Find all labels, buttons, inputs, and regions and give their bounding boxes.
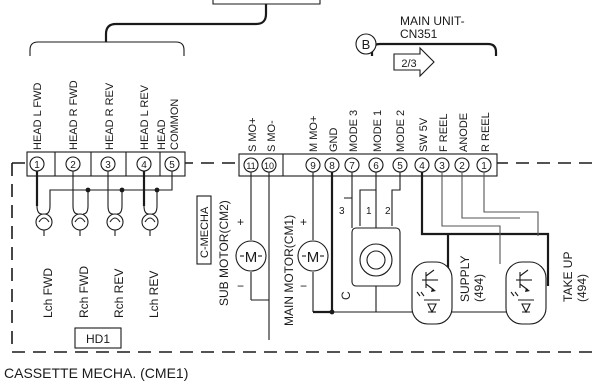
page-reference-text: 2/3 <box>401 58 416 70</box>
mech-pin-10: 10 <box>264 161 274 171</box>
sub-motor-wiring <box>250 172 270 340</box>
mech-pin-4: 4 <box>419 161 425 172</box>
marker-letter: B <box>362 37 371 52</box>
signal-head-r-fwd: HEAD R FWD <box>68 80 80 150</box>
mechanism-boundary <box>11 162 597 353</box>
head-lch-fwd <box>35 205 53 236</box>
c-mecha-box: C-MECHA <box>196 195 212 265</box>
mech-pin-7: 7 <box>349 161 355 172</box>
sub-motor-m: M <box>245 249 258 266</box>
signal-s-mo-minus: S MO- <box>266 120 278 152</box>
signal-anode: ANODE <box>458 113 470 152</box>
mech-pin-2: 2 <box>459 161 465 172</box>
signal-head: HEAD <box>156 119 168 150</box>
mech-pin-5: 5 <box>397 161 403 172</box>
main-motor-minus: − <box>300 279 307 293</box>
hd-pin-3: 3 <box>105 160 111 171</box>
head-label-lch-fwd: Lch FWD <box>41 268 55 318</box>
mech-pin-9: 9 <box>310 161 316 172</box>
takeup-sensor <box>505 261 547 325</box>
head-lch-rev <box>141 205 159 236</box>
signal-sw-5v: SW 5V <box>418 117 430 152</box>
c-mecha-label: C-MECHA <box>199 206 211 258</box>
signal-m-mo-plus: M MO+ <box>308 116 320 152</box>
signal-f-reel: F REEL <box>438 113 450 152</box>
signal-mode-3: MODE 3 <box>348 110 360 152</box>
cassette-mecha-caption: CASSETTE MECHA. (CME1) <box>4 365 188 381</box>
signal-head-l-rev: HEAD L REV <box>139 84 151 150</box>
mech-pin-11: 11 <box>246 161 255 171</box>
signal-common: COMMON <box>169 99 181 150</box>
sub-motor-minus: − <box>237 279 244 293</box>
main-motor-label: MAIN MOTOR(CM1) <box>282 215 296 326</box>
mech-connector: 11 10 9 8 7 6 5 4 3 2 1 <box>238 153 498 177</box>
signal-head-r-rev: HEAD R REV <box>104 82 116 150</box>
mode-switch-wiring <box>344 172 401 228</box>
hd-pin-5: 5 <box>169 160 175 171</box>
supply-label: SUPPLY <box>458 256 472 302</box>
sub-motor-plus: + <box>237 215 244 229</box>
hd1-label: HD1 <box>86 332 110 346</box>
sub-motor-label: SUB MOTOR(CM2) <box>217 200 231 306</box>
mode-switch-label: C <box>339 291 353 300</box>
mode-switch-body <box>351 227 401 312</box>
mode-contact-2: 2 <box>385 206 391 217</box>
hd-pin-1: 1 <box>34 160 40 171</box>
mech-pin-1: 1 <box>481 161 487 172</box>
mech-signal-labels: S MO+ S MO- M MO+ GND MODE 3 MODE 1 MODE… <box>247 110 492 152</box>
head-label-rch-fwd: Rch FWD <box>77 266 91 318</box>
signal-s-mo-plus: S MO+ <box>247 117 259 152</box>
signal-mode-1: MODE 1 <box>372 110 384 152</box>
mech-pin-3: 3 <box>439 161 445 172</box>
head-rch-fwd <box>71 205 89 236</box>
head-labels: Lch FWD Rch FWD Rch REV Lch REV <box>41 266 161 318</box>
connector-b-marker: B <box>355 33 377 55</box>
hd-connector: 1 2 3 4 5 <box>26 151 186 177</box>
signal-head-l-fwd: HEAD L FWD <box>32 83 44 150</box>
head-wiring <box>35 171 173 206</box>
main-unit-connector-label: CN351 <box>400 27 438 41</box>
main-unit-label: MAIN UNIT- <box>400 14 465 28</box>
head-rch-rev <box>106 205 124 236</box>
mode-contact-1: 1 <box>366 206 372 217</box>
supply-part-number: (494) <box>472 274 486 302</box>
main-motor-plus: + <box>300 215 307 229</box>
page-reference-arrow: 2/3 <box>393 46 435 78</box>
mech-pin-6: 6 <box>373 161 379 172</box>
hd-pin-2: 2 <box>70 160 76 171</box>
mode-contact-3: 3 <box>339 206 345 217</box>
main-motor-m: M <box>307 249 320 266</box>
hd-signal-labels: HEAD L FWD HEAD R FWD HEAD R REV HEAD L … <box>32 80 181 150</box>
head-label-lch-rev: Lch REV <box>147 271 161 318</box>
signal-mode-2: MODE 2 <box>395 110 407 152</box>
signal-r-reel: R REEL <box>480 112 492 152</box>
supply-sensor <box>411 261 453 325</box>
hd1-box: HD1 <box>74 327 122 349</box>
signal-gnd: GND <box>328 128 340 153</box>
takeup-label: TAKE UP <box>561 252 575 302</box>
takeup-part-number: (494) <box>575 274 589 302</box>
head-label-rch-rev: Rch REV <box>112 269 126 318</box>
sub-motor-symbol: M <box>235 240 267 272</box>
mech-pin-8: 8 <box>329 161 335 172</box>
main-motor-symbol: M <box>297 240 329 272</box>
hd-pin-4: 4 <box>141 160 147 171</box>
